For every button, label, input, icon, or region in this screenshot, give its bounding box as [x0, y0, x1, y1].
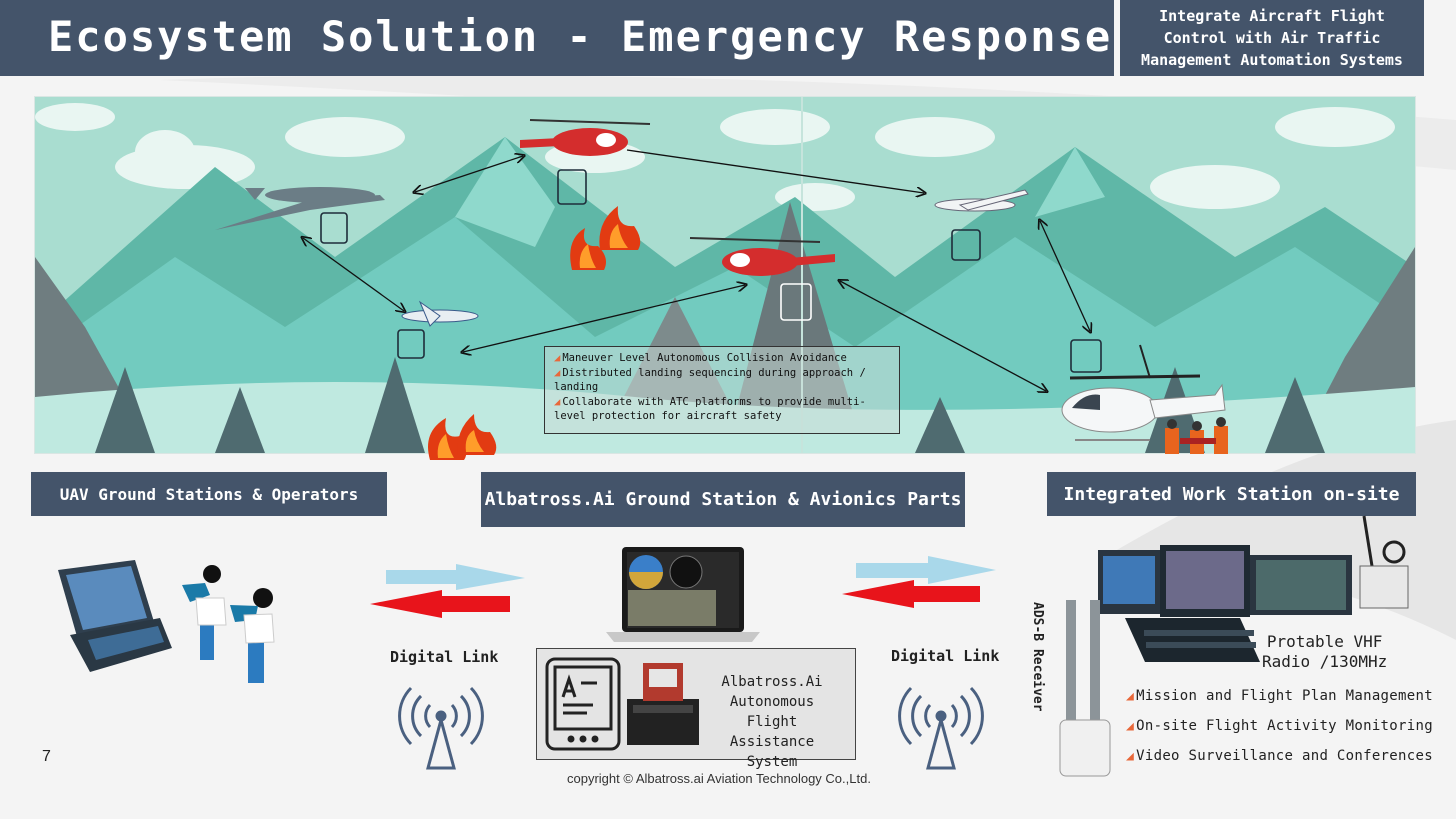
workstation-case-icon [1098, 545, 1352, 662]
uav-drone-icon [215, 187, 385, 230]
rugged-laptop-icon [58, 560, 172, 672]
rescue-helicopter-icon [520, 119, 651, 156]
subtitle-box: Integrate Aircraft Flight Control with A… [1120, 0, 1424, 76]
capabilities-callout: ◢Maneuver Level Autonomous Collision Avo… [544, 346, 900, 434]
workstation-section-header: Integrated Work Station on-site [1047, 472, 1416, 516]
downlink-arrow-icon [370, 590, 510, 618]
fixed-wing-uav-icon [934, 189, 1029, 212]
bullet-arrow-icon: ◢ [554, 395, 561, 408]
subtitle-line: Integrate Aircraft Flight [1159, 7, 1385, 25]
rescue-helicopter-icon-2 [689, 237, 835, 276]
subtitle-line: Control with Air Traffic [1163, 29, 1381, 47]
ground-station-laptop-icon [606, 547, 760, 642]
title-bar [0, 0, 1114, 76]
uav-section-header: UAV Ground Stations & Operators [31, 472, 387, 516]
feature-item: ◢Mission and Flight Plan Management [1126, 688, 1433, 704]
feature-item: ◢On-site Flight Activity Monitoring [1126, 718, 1433, 734]
operators-icon [182, 565, 275, 683]
vhf-radio-icon [1359, 515, 1409, 609]
white-helicopter-icon [1061, 344, 1226, 441]
uplink-arrow-icon [386, 564, 525, 590]
rescuers-icon [1165, 417, 1228, 454]
tablet-device-icon [545, 657, 621, 751]
albatross-section-header: Albatross.Ai Ground Station & Avionics P… [481, 472, 965, 527]
autonomous-system-box [536, 648, 856, 760]
page-title: Ecosystem Solution - Emergency Response [48, 12, 1113, 61]
callout-item: ◢Collaborate with ATC platforms to provi… [554, 395, 866, 423]
digital-link-label-left: Digital Link [390, 648, 499, 666]
copyright-text: copyright © Albatross.ai Aviation Techno… [567, 771, 871, 786]
bullet-arrow-icon: ◢ [1126, 749, 1135, 764]
callout-item: ◢Distributed landing sequencing during a… [554, 366, 866, 394]
adsb-receiver-label: ADS-B Receiver [1030, 602, 1045, 712]
bullet-arrow-icon: ◢ [1126, 689, 1135, 704]
link-lines [303, 149, 1090, 391]
subtitle-line: Management Automation Systems [1141, 51, 1403, 69]
device-icons [320, 169, 1102, 373]
page-number: 7 [42, 748, 51, 765]
avionics-unit-icon [627, 663, 699, 745]
system-devices [545, 657, 699, 751]
bullet-arrow-icon: ◢ [1126, 719, 1135, 734]
feature-item: ◢Video Surveillance and Conferences [1126, 748, 1433, 764]
bullet-arrow-icon: ◢ [554, 366, 561, 379]
downlink-arrow-icon-right [842, 580, 980, 608]
antenna-icon [398, 686, 484, 770]
uplink-arrow-icon-right [856, 556, 996, 584]
antenna-icon-right [898, 686, 984, 770]
adsb-receiver-icon [1059, 600, 1111, 777]
vhf-radio-label: Protable VHF Radio /130MHz [1262, 632, 1388, 671]
digital-link-label-right: Digital Link [891, 647, 1000, 665]
small-aircraft-icon [401, 300, 479, 327]
bullet-arrow-icon: ◢ [554, 352, 561, 364]
callout-item: ◢Maneuver Level Autonomous Collision Avo… [554, 352, 847, 364]
system-description: Albatross.Ai Autonomous Flight Assistanc… [721, 674, 823, 770]
